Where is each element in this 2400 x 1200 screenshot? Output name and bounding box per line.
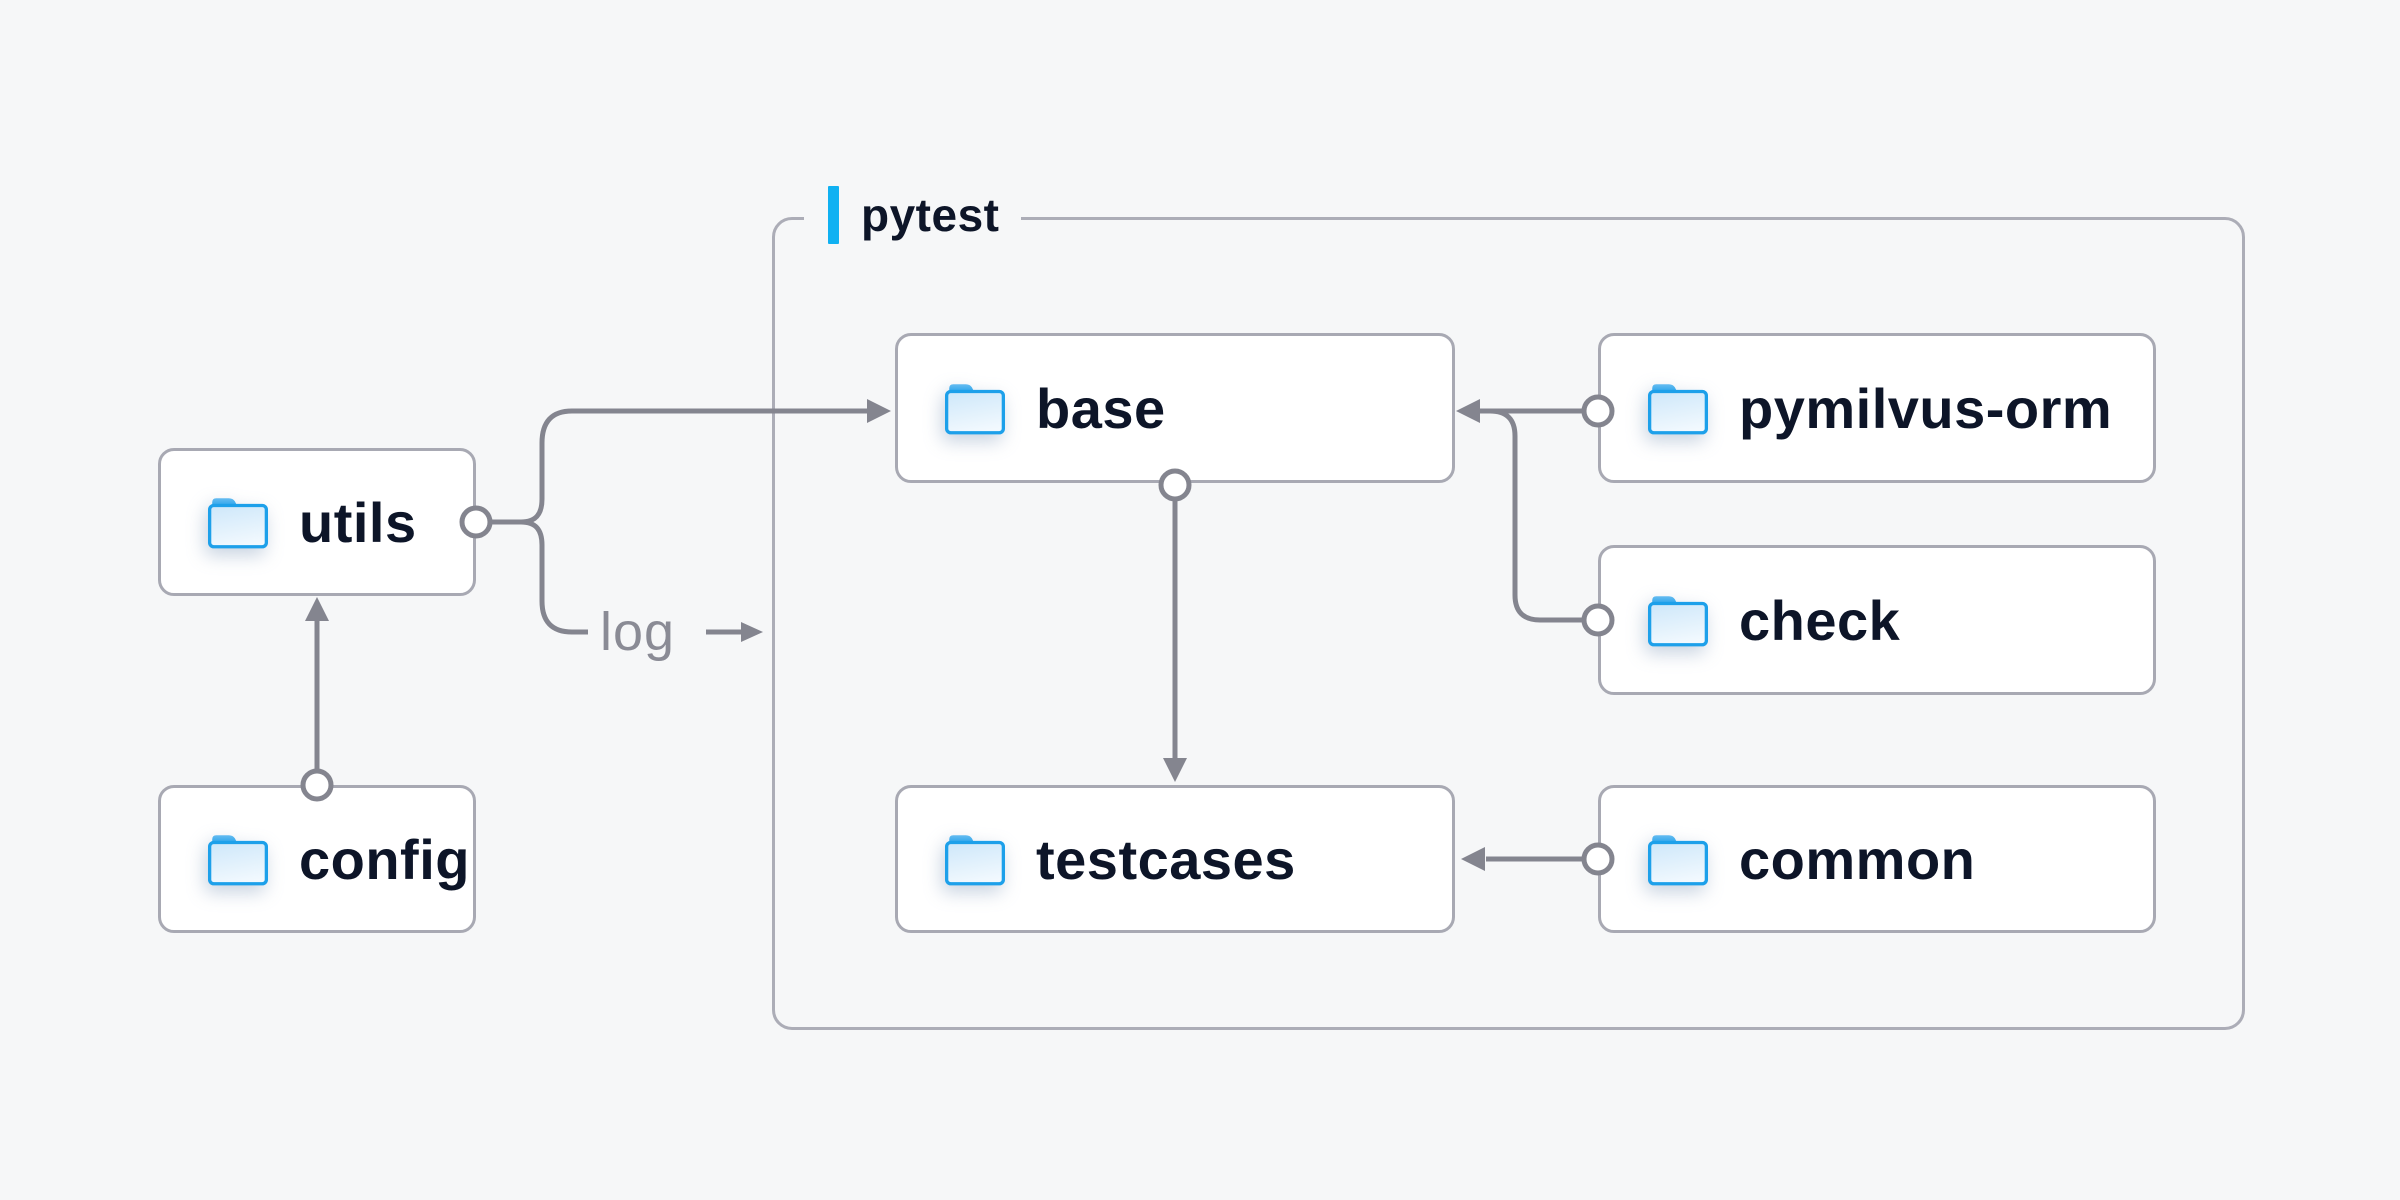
node-label: utils	[299, 490, 417, 554]
node-base: base	[895, 333, 1455, 483]
node-common: common	[1598, 785, 2156, 933]
pytest-group	[772, 217, 2245, 1030]
node-label: common	[1739, 827, 1976, 891]
folder-icon	[1647, 596, 1709, 647]
pytest-group-label: pytest	[804, 184, 1022, 246]
node-utils: utils	[158, 448, 476, 596]
edge-config-utils	[300, 597, 334, 802]
node-label: check	[1739, 588, 1901, 652]
group-label-text: pytest	[861, 189, 1000, 241]
folder-icon	[207, 498, 269, 549]
node-pymilvus-orm: pymilvus-orm	[1598, 333, 2156, 483]
folder-icon	[944, 384, 1006, 435]
node-config: config	[158, 785, 476, 933]
edge-label-log: log	[600, 602, 676, 662]
arrowhead	[741, 622, 763, 642]
folder-icon	[944, 835, 1006, 886]
node-label: testcases	[1036, 827, 1296, 891]
folder-icon	[207, 835, 269, 886]
folder-icon	[1647, 835, 1709, 886]
node-label: pymilvus-orm	[1739, 376, 2113, 440]
node-label: config	[299, 827, 470, 891]
folder-icon	[1647, 384, 1709, 435]
node-check: check	[1598, 545, 2156, 695]
node-label: base	[1036, 376, 1166, 440]
node-testcases: testcases	[895, 785, 1455, 933]
accent-bar	[828, 186, 839, 244]
arrowhead	[305, 597, 329, 621]
